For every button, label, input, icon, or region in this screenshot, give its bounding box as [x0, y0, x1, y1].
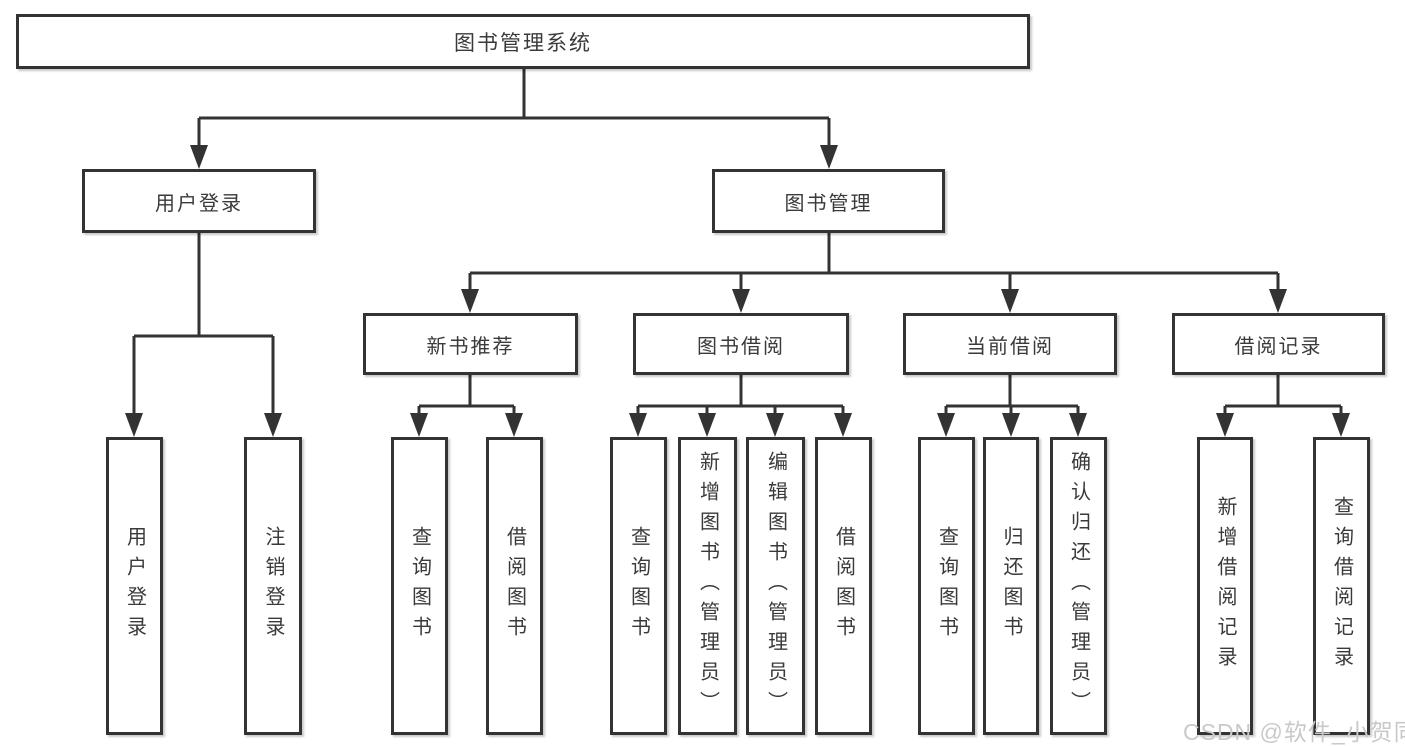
node-label: 图书借阅	[697, 335, 785, 358]
node-label: 查询图书	[935, 526, 958, 646]
node-borrowing-records: 借阅记录	[1172, 313, 1385, 375]
node-book-management: 图书管理	[712, 169, 945, 233]
node-label: 图书管理系统	[454, 31, 592, 55]
node-new-book-recommend: 新书推荐	[363, 313, 578, 375]
node-label: 图书管理	[784, 192, 873, 215]
node-label: 借阅图书	[832, 526, 855, 646]
leaf-user-login: 用户登录	[106, 437, 163, 735]
node-label: 新增图书（管理员）	[696, 451, 719, 721]
leaf-query-borrow-record: 查询借阅记录	[1313, 437, 1370, 735]
leaf-query-books-current: 查询图书	[918, 437, 975, 735]
leaf-query-books-borrowing: 查询图书	[610, 437, 667, 735]
node-label: 新书推荐	[426, 335, 515, 358]
leaf-add-borrow-record: 新增借阅记录	[1197, 437, 1253, 735]
node-book-borrowing: 图书借阅	[633, 313, 849, 375]
leaf-borrow-books-recommend: 借阅图书	[486, 437, 543, 735]
node-library-management-system: 图书管理系统	[16, 14, 1030, 69]
node-current-borrowing: 当前借阅	[903, 313, 1117, 375]
node-label: 查询图书	[627, 526, 650, 646]
node-label: 确认归还（管理员）	[1067, 451, 1090, 721]
leaf-add-books-admin: 新增图书（管理员）	[678, 437, 737, 735]
leaf-confirm-return-admin: 确认归还（管理员）	[1050, 437, 1107, 735]
node-label: 用户登录	[123, 526, 146, 646]
node-label: 查询借阅记录	[1330, 496, 1353, 676]
node-label: 查询图书	[408, 526, 431, 646]
node-label: 编辑图书（管理员）	[764, 451, 787, 721]
leaf-logout: 注销登录	[244, 437, 302, 735]
csdn-watermark: CSDN @软件_小贺同学	[1183, 719, 1405, 745]
node-label: 当前借阅	[966, 335, 1054, 358]
arrowheads	[125, 145, 1350, 437]
node-user-login: 用户登录	[82, 169, 316, 233]
node-label: 注销登录	[262, 526, 284, 646]
leaf-borrow-books: 借阅图书	[815, 437, 872, 735]
node-label: 借阅记录	[1234, 335, 1323, 358]
leaf-return-books: 归还图书	[983, 437, 1039, 735]
node-label: 用户登录	[155, 192, 243, 215]
node-label: 新增借阅记录	[1214, 496, 1236, 676]
node-label: 借阅图书	[503, 526, 526, 646]
leaf-edit-books-admin: 编辑图书（管理员）	[746, 437, 805, 735]
node-label: 归还图书	[1000, 526, 1022, 646]
leaf-query-books-recommend: 查询图书	[391, 437, 448, 735]
